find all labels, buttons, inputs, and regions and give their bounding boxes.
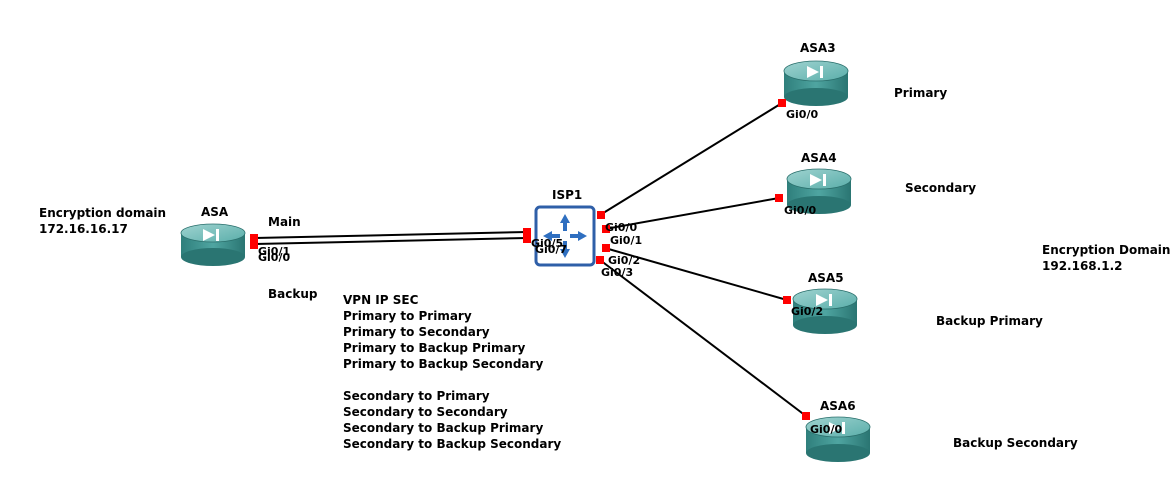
port-marker-isp-gi07[interactable] [523, 235, 531, 243]
port-label-asa-gi00: Gi0/0 [258, 251, 291, 264]
vpn-note-line: Primary to Primary [343, 309, 472, 323]
port-marker-asa5-gi02[interactable] [783, 296, 791, 304]
label-backup-primary: Backup Primary [936, 314, 1043, 328]
port-marker-isp-gi00[interactable] [597, 211, 605, 219]
links [254, 102, 807, 417]
port-label-asa6-gi00: Gi0/0 [810, 423, 843, 436]
label-primary: Primary [894, 86, 948, 100]
encryption-domain-left-network: 172.16.16.17 [39, 222, 128, 236]
port-label-asa4-gi00: Gi0/0 [784, 204, 817, 217]
port-label-isp-gi02: Gi0/2 [608, 254, 641, 267]
node-label-asa3: ASA3 [800, 41, 836, 55]
vpn-note-line [343, 372, 561, 388]
label-secondary: Secondary [905, 181, 977, 195]
link-isp1-asa4[interactable] [604, 197, 780, 230]
port-marker-asa-gi01[interactable] [250, 234, 258, 242]
vpn-note-line: Secondary to Backup Primary [343, 421, 544, 435]
port-label-asa3-gi00: Gi0/0 [786, 108, 819, 121]
port-label-isp-gi07: Gi0/7 [535, 243, 568, 256]
vpn-note-line: Secondary to Backup Secondary [343, 437, 562, 451]
port-label-isp-gi05: Gi0/5 [531, 237, 564, 250]
vpn-note-line: Secondary to Primary [343, 389, 490, 403]
label-backup-secondary: Backup Secondary [953, 436, 1078, 450]
vpn-note-line: Secondary to Secondary [343, 405, 508, 419]
link-isp1-asa3[interactable] [599, 102, 783, 216]
port-label-isp-gi01: Gi0/1 [610, 234, 643, 247]
node-label-isp1: ISP1 [552, 188, 583, 202]
port-marker-asa3-gi00[interactable] [778, 99, 786, 107]
port-label-asa5-gi02: Gi0/2 [791, 305, 824, 318]
label-main: Main [268, 215, 301, 229]
link-isp1-asa5[interactable] [604, 247, 788, 301]
port-marker-asa4-gi00[interactable] [775, 194, 783, 202]
vpn-note-title: VPN IP SEC [343, 293, 419, 307]
port-marker-asa6-gi00[interactable] [802, 412, 810, 420]
port-marker-asa-gi00[interactable] [250, 241, 258, 249]
port-marker-isp-gi03[interactable] [596, 256, 604, 264]
link-asa-isp1-main[interactable] [254, 231, 528, 239]
port-marker-isp-gi01[interactable] [602, 225, 610, 233]
port-label-asa-gi01: Gi0/1 [258, 245, 291, 258]
encryption-domain-right-title: Encryption Domain [1042, 243, 1171, 257]
encryption-domain-left-title: Encryption domain [39, 206, 167, 220]
port-marker-isp-gi02[interactable] [602, 244, 610, 252]
switch-icon-isp1[interactable] [534, 205, 596, 267]
link-isp1-asa6[interactable] [599, 259, 807, 417]
router-icon-asa3[interactable] [783, 60, 849, 106]
vpn-note-line: Primary to Backup Secondary [343, 357, 544, 371]
router-icon-asa[interactable] [180, 223, 246, 266]
vpn-note-line: Primary to Secondary [343, 325, 490, 339]
router-icon-asa5[interactable] [792, 288, 858, 334]
port-label-isp-gi00: Gi0/0 [605, 221, 638, 234]
port-markers [250, 99, 810, 420]
label-backup: Backup [268, 287, 318, 301]
port-label-isp-gi03: Gi0/3 [601, 266, 634, 279]
router-icon-asa4[interactable] [786, 168, 852, 214]
node-label-asa: ASA [201, 205, 229, 219]
node-label-asa5: ASA5 [808, 271, 844, 285]
port-marker-isp-gi05[interactable] [523, 228, 531, 236]
encryption-domain-right-network: 192.168.1.2 [1042, 259, 1123, 273]
node-label-asa6: ASA6 [820, 399, 856, 413]
router-icon-asa6[interactable] [805, 416, 871, 462]
node-label-asa4: ASA4 [801, 151, 837, 165]
vpn-note-line: Primary to Backup Primary [343, 341, 526, 355]
link-asa-isp1-backup[interactable] [254, 237, 528, 245]
